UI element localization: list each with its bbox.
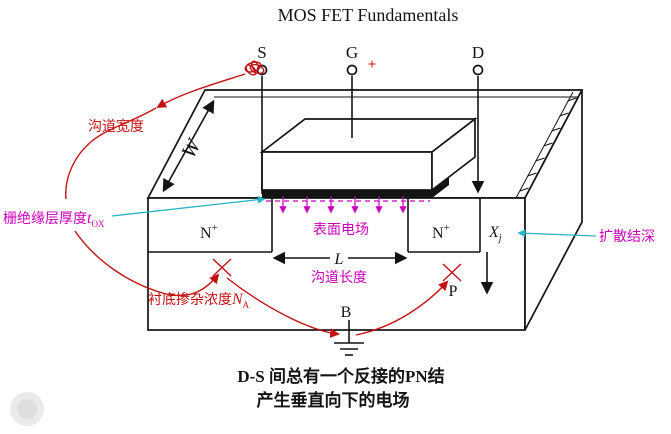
caption-line1: D-S 间总有一个反接的PN结 xyxy=(237,366,444,386)
gate-oxide-side xyxy=(432,177,449,198)
n-plus-drain-label: N+ xyxy=(432,222,450,242)
right-layer-line xyxy=(515,91,574,199)
gate-terminal-label: G xyxy=(346,43,358,62)
surface-field-arrows xyxy=(279,196,407,214)
body-front-face xyxy=(147,197,526,331)
junction-depth-pointer-line xyxy=(517,229,597,238)
gate-electrode-front xyxy=(261,151,433,191)
annotation-curve-to-left-junction xyxy=(74,230,220,297)
channel-length-symbol: L xyxy=(334,251,344,268)
body-right-face xyxy=(524,89,583,331)
p-region-label: P xyxy=(449,283,458,300)
right-edge-hatching xyxy=(519,97,577,192)
source-scribble xyxy=(244,60,265,76)
annotation-curve-source-to-width xyxy=(156,73,246,108)
junction-depth-label: 扩散结深 xyxy=(599,229,655,245)
gate-terminal-circle xyxy=(346,64,358,76)
page-title: MOS FET Fundamentals xyxy=(278,5,459,25)
watermark-logo xyxy=(10,392,44,426)
gate-electrode-right xyxy=(431,117,476,192)
surface-field-label: 表面电场 xyxy=(313,222,369,238)
annotation-curve-to-bulk xyxy=(226,277,340,339)
channel-length-label: 沟道长度 xyxy=(311,270,367,286)
gate-polarity-plus: + xyxy=(368,57,377,73)
ground-symbol xyxy=(334,320,364,356)
drain-terminal-label: D xyxy=(472,43,484,62)
drain-terminal-circle xyxy=(472,64,484,76)
annotation-curve-to-right-junction xyxy=(355,280,449,336)
width-dimension-arrow xyxy=(162,99,215,193)
n-plus-source-label: N+ xyxy=(200,222,218,242)
bulk-label: B xyxy=(341,304,352,321)
source-terminal-label: S xyxy=(257,43,266,62)
pn-junction-x-left xyxy=(212,258,232,277)
annotation-curve-width-to-oxide xyxy=(65,107,157,200)
gate-oxide-bar xyxy=(262,190,432,198)
pn-junction-x-right xyxy=(442,263,462,282)
caption-line2: 产生垂直向下的电场 xyxy=(257,390,410,410)
junction-depth-symbol: Xj xyxy=(488,224,502,244)
oxide-pointer-line xyxy=(111,195,266,217)
oxide-thickness-label: 栅绝缘层厚度tOX xyxy=(3,210,105,229)
